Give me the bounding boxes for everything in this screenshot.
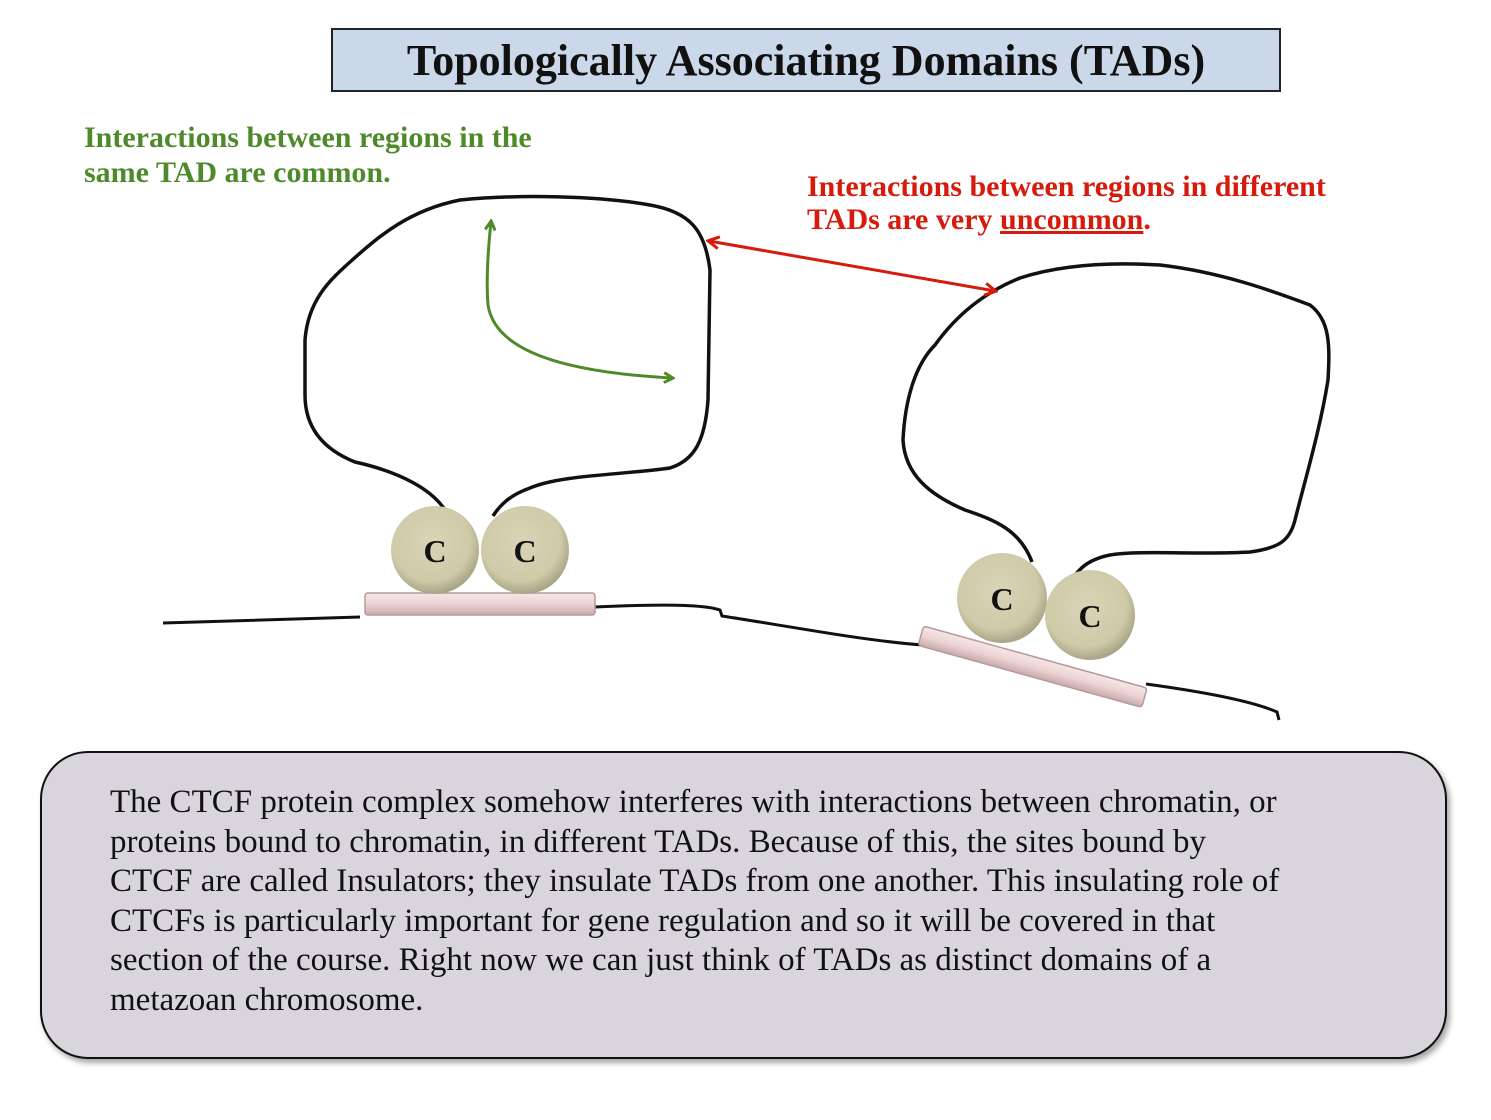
- different-tad-note: Interactions between regions in differen…: [807, 170, 1326, 236]
- title-box: Topologically Associating Domains (TADs): [331, 28, 1281, 92]
- ctcf-binding-site: [918, 626, 1148, 708]
- same-tad-note-line: Interactions between regions in the: [84, 121, 532, 154]
- ctcf-protein: C: [391, 506, 479, 594]
- intra-tad-arrow: [487, 222, 672, 378]
- ctcf-label: C: [513, 533, 536, 569]
- explanation-box: [40, 751, 1447, 1059]
- chromatin-fiber: [162, 603, 1281, 721]
- explanation-line: The CTCF protein complex somehow interfe…: [110, 784, 1277, 820]
- explanation-line: CTCF are called Insulators; they insulat…: [110, 863, 1280, 900]
- underlined-word: uncommon: [1000, 203, 1144, 236]
- inter-tad-arrow: [709, 241, 995, 291]
- ctcf-protein: C: [1045, 570, 1135, 660]
- different-tad-note-line: TADs are very uncommon.: [807, 203, 1326, 236]
- explanation-text: The CTCF protein complex somehow interfe…: [110, 783, 1279, 1021]
- text-part: TADs are very: [807, 203, 1001, 236]
- tad-loop-right: [901, 262, 1331, 589]
- ctcf-binding-site: [364, 592, 596, 616]
- text-part: .: [1143, 203, 1151, 236]
- ctcf-label: C: [1078, 598, 1101, 634]
- ctcf-label: C: [990, 581, 1013, 617]
- same-tad-note-line: same TAD are common.: [84, 156, 391, 189]
- ctcf-protein: C: [481, 506, 569, 594]
- tad-loop-left: [303, 194, 712, 517]
- same-tad-note: Interactions between regions in the same…: [84, 120, 532, 190]
- page-title: Topologically Associating Domains (TADs): [406, 35, 1206, 85]
- ctcf-label: C: [423, 533, 446, 569]
- explanation-line: section of the course. Right now we can …: [110, 942, 1212, 979]
- ctcf-protein: C: [957, 553, 1047, 643]
- different-tad-note-line: Interactions between regions in differen…: [807, 170, 1326, 203]
- explanation-line: metazoan chromosome.: [110, 981, 424, 1018]
- explanation-line: proteins bound to chromatin, in differen…: [110, 823, 1206, 860]
- explanation-line: CTCFs is particularly important for gene…: [110, 902, 1216, 939]
